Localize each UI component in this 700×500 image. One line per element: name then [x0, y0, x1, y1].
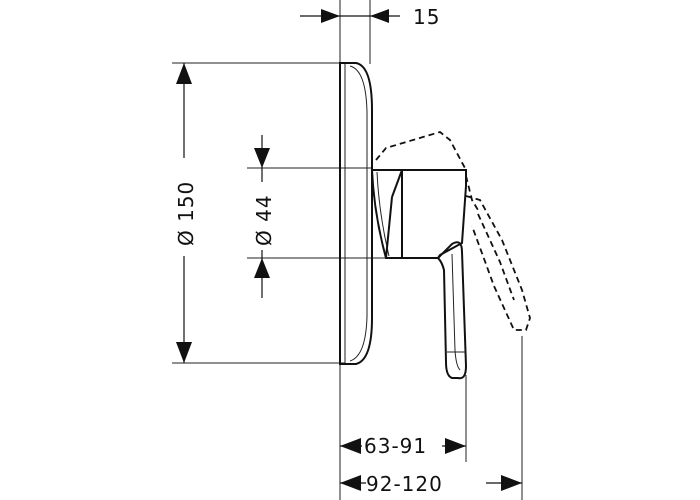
dimension-label-63-91: 63-91 — [364, 434, 427, 458]
dimension-label-150: Ø 150 — [174, 181, 198, 246]
arrow-icon — [340, 438, 361, 454]
arrow-icon — [501, 475, 522, 491]
dimension-plate-diameter: Ø 150 — [172, 63, 198, 363]
extension-lines — [172, 0, 523, 500]
alternate-handle-position — [375, 131, 531, 331]
arrow-icon — [176, 342, 192, 363]
dimension-label-15: 15 — [413, 5, 440, 29]
arrow-icon — [254, 148, 270, 168]
arrow-icon — [321, 9, 340, 23]
arrow-icon — [176, 63, 192, 84]
dimension-label-44: Ø 44 — [252, 194, 276, 246]
escutcheon-plate — [339, 62, 373, 365]
arrow-icon — [445, 438, 466, 454]
arrow-icon — [370, 9, 389, 23]
arrow-icon — [254, 258, 270, 278]
dimension-lever-depth: 92-120 — [340, 469, 522, 496]
dimension-depth-plate: 15 — [300, 5, 440, 29]
arrow-icon — [340, 475, 361, 491]
dimension-label-92-120: 92-120 — [366, 472, 443, 496]
dimension-handle-depth: 63-91 — [340, 432, 466, 458]
mixer-handle — [385, 169, 468, 380]
dimension-hub-diameter: Ø 44 — [250, 135, 276, 298]
